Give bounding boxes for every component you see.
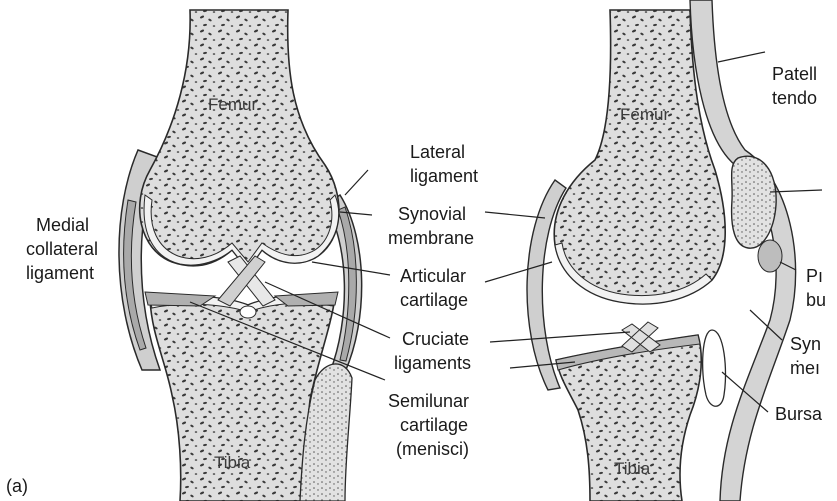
svg-text:Semilunar: Semilunar (388, 391, 469, 411)
svg-text:Patell: Patell (772, 64, 817, 84)
svg-text:Pı: Pı (806, 266, 823, 286)
svg-text:ligament: ligament (410, 166, 478, 186)
left-femur-label: Femur (208, 95, 257, 114)
left-meniscus-lateral (275, 292, 338, 306)
svg-text:membrane: membrane (388, 228, 474, 248)
svg-text:cartilage: cartilage (400, 415, 468, 435)
semilunar-cartilage-label: Semilunar cartilage (menisci) (388, 391, 469, 459)
lateral-ligament-leader (345, 170, 368, 195)
svg-text:Lateral: Lateral (410, 142, 465, 162)
synovial-partial-label: Syn ṁeı (790, 334, 821, 378)
synovial-right-leader (485, 212, 545, 218)
patellar-leader (718, 52, 765, 62)
svg-text:ligament: ligament (26, 263, 94, 283)
svg-text:collateral: collateral (26, 239, 98, 259)
patellar-tendon-label: Patell tendo (772, 64, 817, 108)
svg-text:bu: bu (806, 290, 826, 310)
cruciate-ligaments-label: Cruciate ligaments (394, 329, 471, 373)
infrapatellar-bursa (703, 330, 726, 406)
left-tibia-label: Tibia (214, 453, 251, 472)
svg-text:Medial: Medial (36, 215, 89, 235)
prepatellar-bursa (758, 240, 782, 272)
right-femur-label: Femur (620, 105, 669, 124)
right-tibia-label: Tibia (614, 459, 651, 478)
svg-text:cartilage: cartilage (400, 290, 468, 310)
svg-text:ligaments: ligaments (394, 353, 471, 373)
figure-label: (a) (6, 476, 28, 496)
medial-collateral-label: Medial collateral ligament (26, 215, 98, 283)
svg-text:tendo: tendo (772, 88, 817, 108)
bursa-label: Bursa (775, 404, 823, 424)
svg-text:Cruciate: Cruciate (402, 329, 469, 349)
synovial-membrane-label: Synovial membrane (388, 204, 474, 248)
left-knee-view: Femur Tibia (119, 10, 390, 501)
svg-text:Bursa: Bursa (775, 404, 823, 424)
svg-text:(menisci): (menisci) (396, 439, 469, 459)
articular-cartilage-label: Articular cartilage (400, 266, 468, 310)
left-femur (140, 10, 339, 270)
svg-text:ṁeı: ṁeı (790, 358, 820, 378)
svg-text:Synovial: Synovial (398, 204, 466, 224)
patella (732, 156, 777, 248)
left-cruciate-knob (240, 306, 256, 318)
prepatellar-bursa-label: Pı bu (806, 266, 826, 310)
svg-text:Syn: Syn (790, 334, 821, 354)
cruciate-right-leader (490, 332, 630, 342)
svg-text:Articular: Articular (400, 266, 466, 286)
lateral-ligament-label: Lateral ligament (410, 142, 478, 186)
